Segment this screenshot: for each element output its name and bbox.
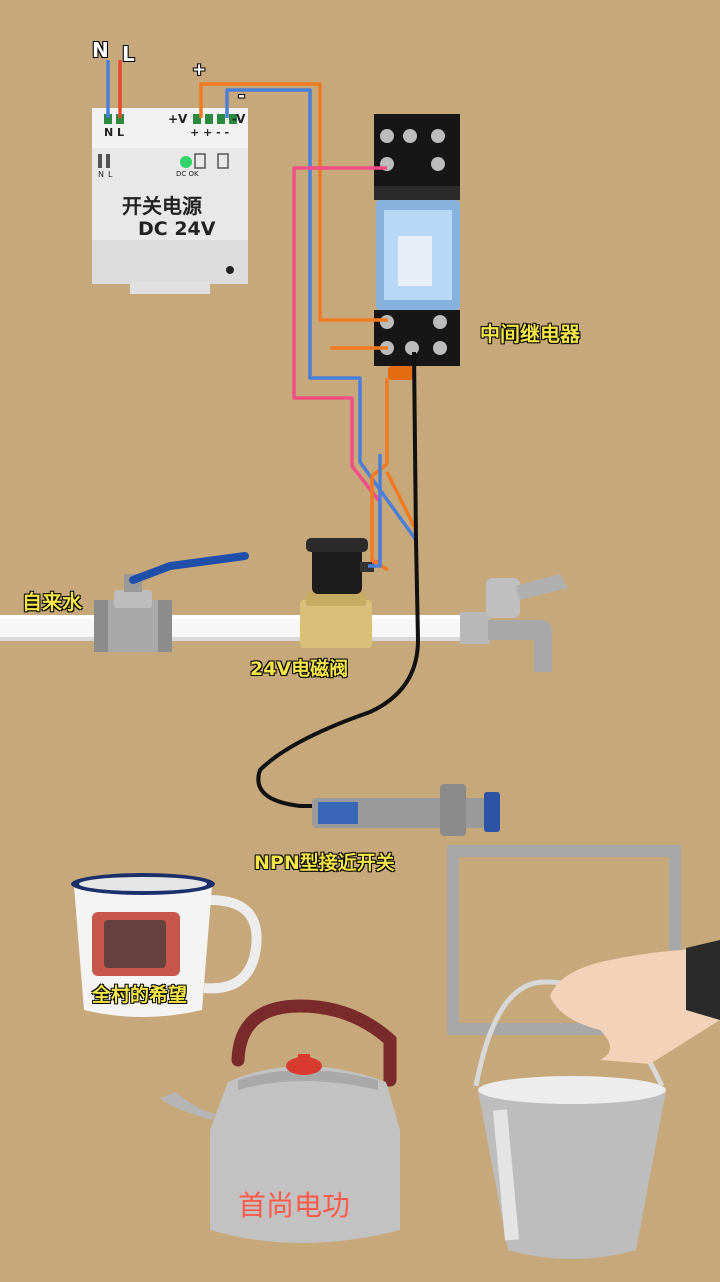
line-wire-label: L: [122, 42, 135, 66]
tap-water-label: 自来水: [22, 590, 82, 614]
faucet: [460, 574, 568, 672]
psu-small-n: N: [98, 170, 104, 179]
kettle: [160, 999, 400, 1243]
psu-input-marks: N L: [104, 126, 125, 139]
mug-text: 全村的希望: [92, 984, 188, 1006]
solenoid-valve-label: 24V电磁阀: [250, 658, 349, 680]
watermark-text: 首尚电功: [238, 1189, 351, 1222]
wires: [106, 60, 420, 808]
ball-valve: [94, 552, 249, 652]
proximity-sensor: [312, 784, 500, 836]
solenoid-valve: [300, 538, 374, 648]
proximity-switch-label: NPN型接近开关: [254, 852, 395, 874]
psu-label-line2: DC 24V: [138, 218, 216, 240]
relay-label: 中间继电器: [480, 322, 580, 346]
power-supply: [92, 108, 248, 294]
relay: [374, 114, 460, 380]
psu-dc-ok: DC OK: [176, 170, 199, 178]
negative-output-label: -: [238, 86, 246, 106]
positive-output-label: +: [192, 60, 207, 80]
psu-label-line1: 开关电源: [122, 194, 202, 218]
water-pipe: [0, 615, 480, 641]
psu-terminal-positive-label: +V: [168, 112, 188, 126]
enamel-mug: [71, 873, 262, 1017]
bucket: [473, 979, 666, 1259]
psu-small-l: L: [108, 170, 113, 179]
neutral-wire-label: N: [92, 38, 109, 62]
target-frame: [447, 845, 681, 1035]
psu-terminal-marks: + + - -: [190, 126, 230, 139]
hand: [550, 940, 720, 1064]
psu-terminal-negative-label: -V: [232, 112, 246, 126]
